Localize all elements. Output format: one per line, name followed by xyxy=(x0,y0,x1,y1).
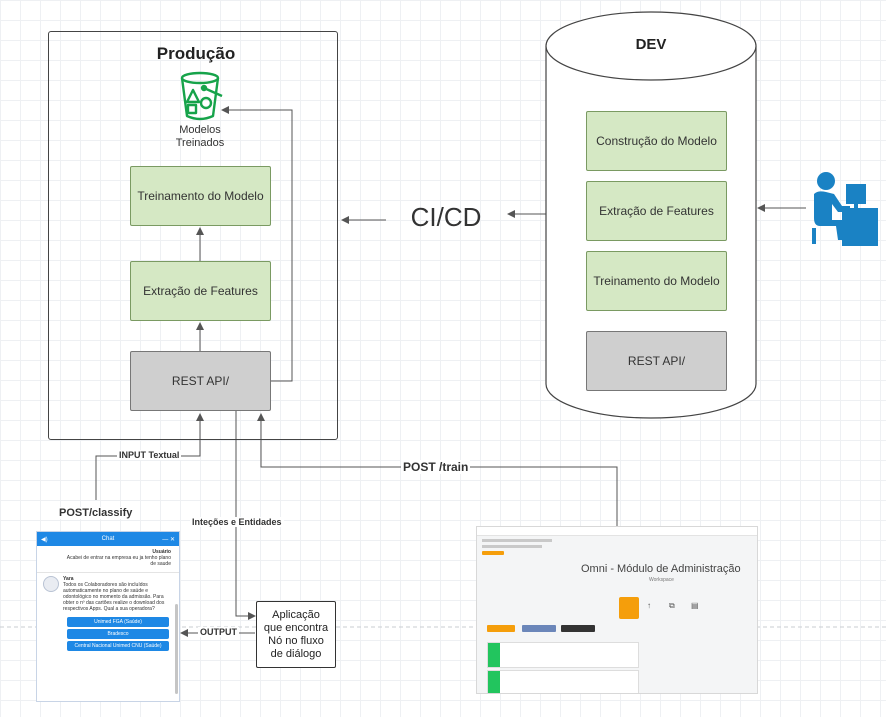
aplicacao-box[interactable]: Aplicação que encontra Nó no fluxo de di… xyxy=(256,601,336,668)
dev-rest-box[interactable]: REST API/ xyxy=(586,331,727,391)
modelos-label-line1: Modelos xyxy=(179,124,221,136)
aplicacao-line4: de diálogo xyxy=(270,647,322,660)
output-label: OUTPUT xyxy=(198,627,239,637)
chat-title: Chat xyxy=(101,536,115,542)
admin-button-orange[interactable] xyxy=(487,625,515,632)
admin-card-1[interactable] xyxy=(487,642,639,668)
chat-option-3[interactable]: Central Nacional Unimed CNU (Saúde) xyxy=(67,641,169,651)
admin-tree-icon[interactable]: ⧉ xyxy=(669,601,675,610)
admin-topbar xyxy=(477,527,757,536)
bot-avatar xyxy=(43,576,59,592)
cicd-label: CI/CD xyxy=(410,202,482,232)
input-textual-label: INPUT Textual xyxy=(117,450,182,460)
bot-name: Yara xyxy=(63,576,74,582)
prod-extracao-box[interactable]: Extração de Features xyxy=(130,261,271,321)
chat-window-controls-icon: — ✕ xyxy=(162,536,175,543)
producao-title: Produção xyxy=(156,44,236,63)
prod-rest-box[interactable]: REST API/ xyxy=(130,351,271,411)
arrow-rest-modelos xyxy=(221,106,293,382)
chat-screenshot: ◀) Chat — ✕ Usuário Acabei de entrar na … xyxy=(36,531,180,702)
admin-subtitle: Workspace xyxy=(649,577,674,583)
dev-title: DEV xyxy=(635,36,667,53)
chat-option-2[interactable]: Bradesco xyxy=(67,629,169,639)
aplicacao-line3: Nó no fluxo xyxy=(268,634,324,647)
dev-extracao-box[interactable]: Extração de Features xyxy=(586,181,727,241)
admin-workspace-icon[interactable] xyxy=(619,597,639,619)
user-text: Acabei de entrar na empresa eu ja tenho … xyxy=(66,555,171,567)
producao-container xyxy=(48,31,338,440)
volume-icon: ◀) xyxy=(41,536,48,543)
dev-construcao-box[interactable]: Construção do Modelo xyxy=(586,111,727,171)
admin-file-icon[interactable]: ▤ xyxy=(691,601,699,610)
bucket-icon xyxy=(176,70,224,122)
admin-upload-icon[interactable]: ↑ xyxy=(647,601,651,610)
post-classify-label: POST/classify xyxy=(57,507,135,519)
aplicacao-line1: Aplicação xyxy=(272,608,320,621)
admin-button-dark[interactable] xyxy=(561,625,595,632)
prod-treinamento-box[interactable]: Treinamento do Modelo xyxy=(130,166,271,226)
modelos-label-line2: Treinados xyxy=(175,137,225,149)
bot-text: Todos os Colaboradores são incluídos aut… xyxy=(63,582,165,612)
admin-card-2[interactable] xyxy=(487,670,639,693)
post-train-label: POST /train xyxy=(401,460,471,474)
admin-screenshot: Omni - Módulo de Administração Workspace… xyxy=(476,526,758,694)
dev-treinamento-box[interactable]: Treinamento do Modelo xyxy=(586,251,727,311)
bot-message: Yara Todos os Colaboradores são incluído… xyxy=(37,576,179,612)
user-message: Usuário Acabei de entrar na empresa eu j… xyxy=(37,546,179,567)
aplicacao-line2: que encontra xyxy=(263,621,329,634)
person-at-desk-icon xyxy=(808,170,878,246)
intencoes-label: Inteções e Entidades xyxy=(190,517,284,527)
admin-button-blue[interactable] xyxy=(522,625,556,632)
chat-scrollbar[interactable] xyxy=(175,604,178,694)
modelos-label: Modelos Treinados xyxy=(150,124,250,150)
arrow-intencoes xyxy=(235,411,256,620)
user-name: Usuário xyxy=(152,549,171,555)
admin-title: Omni - Módulo de Administração xyxy=(581,563,741,575)
chat-option-1[interactable]: Unimed FGA (Saúde) xyxy=(67,617,169,627)
chat-header: ◀) Chat — ✕ xyxy=(37,532,179,546)
